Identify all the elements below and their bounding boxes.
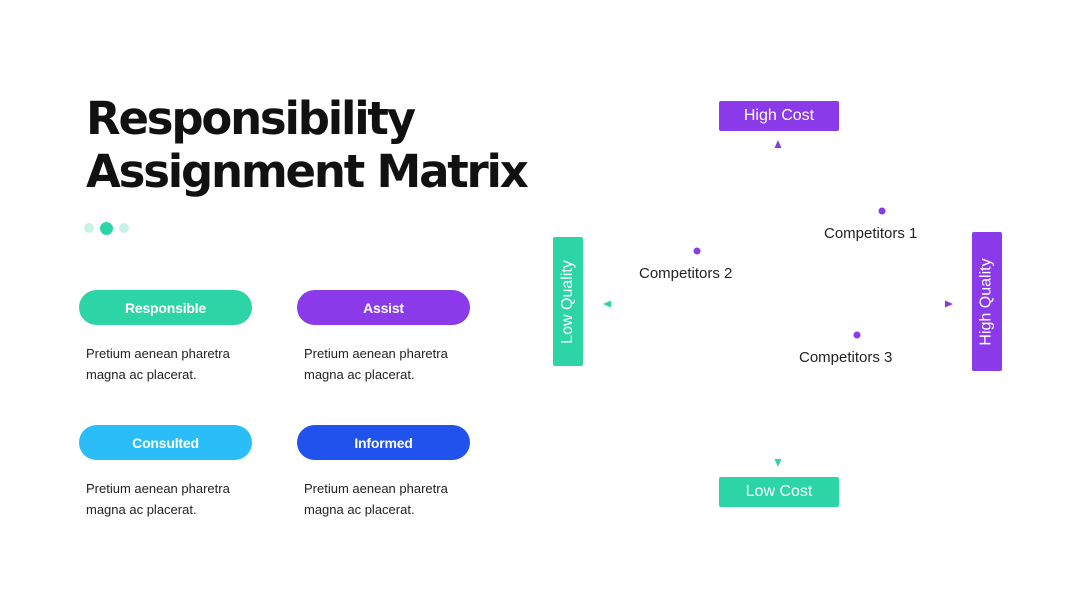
competitor-1-point xyxy=(878,207,886,215)
competitor-3-point xyxy=(853,331,861,339)
high-quality-text: High Quality xyxy=(978,257,995,346)
responsible-pill: Responsible xyxy=(79,290,252,325)
pagination-dots xyxy=(84,221,129,235)
high-cost-text: High Cost xyxy=(743,107,815,124)
competitor-1-label: Competitors 1 xyxy=(824,225,918,242)
high-quality-label: High Quality xyxy=(972,232,1002,371)
arrow-up-icon xyxy=(774,140,782,148)
consulted-label: Consulted xyxy=(132,434,199,451)
arrow-right-icon xyxy=(945,300,953,308)
informed-desc-line-2: magna ac placerat. xyxy=(304,502,415,517)
responsible-desc-line-2: magna ac placerat. xyxy=(86,367,197,382)
dot-light-2 xyxy=(119,223,129,233)
title-line-2: Assignment Matrix xyxy=(86,145,529,198)
arrow-left-icon xyxy=(603,300,611,308)
dot-light-1 xyxy=(84,223,94,233)
consulted-description: Pretium aenean pharetra magna ac placera… xyxy=(86,478,286,520)
competitor-2-point xyxy=(693,247,701,255)
consulted-desc-line-2: magna ac placerat. xyxy=(86,502,197,517)
assist-pill: Assist xyxy=(297,290,470,325)
low-cost-label: Low Cost xyxy=(719,477,839,507)
arrow-down-icon xyxy=(774,459,782,467)
responsible-description: Pretium aenean pharetra magna ac placera… xyxy=(86,343,286,385)
responsible-desc-line-1: Pretium aenean pharetra xyxy=(86,346,230,361)
informed-description: Pretium aenean pharetra magna ac placera… xyxy=(304,478,504,520)
assist-label: Assist xyxy=(363,299,404,316)
consulted-desc-line-1: Pretium aenean pharetra xyxy=(86,481,230,496)
low-cost-text: Low Cost xyxy=(745,483,813,500)
responsible-label: Responsible xyxy=(124,299,207,316)
consulted-pill: Consulted xyxy=(79,425,252,460)
assist-description: Pretium aenean pharetra magna ac placera… xyxy=(304,343,504,385)
competitor-3-label: Competitors 3 xyxy=(799,349,893,366)
low-quality-text: Low Quality xyxy=(559,259,576,344)
dot-active xyxy=(100,221,113,235)
page-title: Responsibility Assignment Matrix xyxy=(86,92,529,198)
assist-desc-line-2: magna ac placerat. xyxy=(304,367,415,382)
assist-desc-line-1: Pretium aenean pharetra xyxy=(304,346,448,361)
informed-desc-line-1: Pretium aenean pharetra xyxy=(304,481,448,496)
informed-label: Informed xyxy=(354,434,413,451)
title-line-1: Responsibility xyxy=(86,92,416,145)
low-quality-label: Low Quality xyxy=(553,237,583,366)
competitor-2-label: Competitors 2 xyxy=(639,265,733,282)
high-cost-label: High Cost xyxy=(719,101,839,131)
informed-pill: Informed xyxy=(297,425,470,460)
